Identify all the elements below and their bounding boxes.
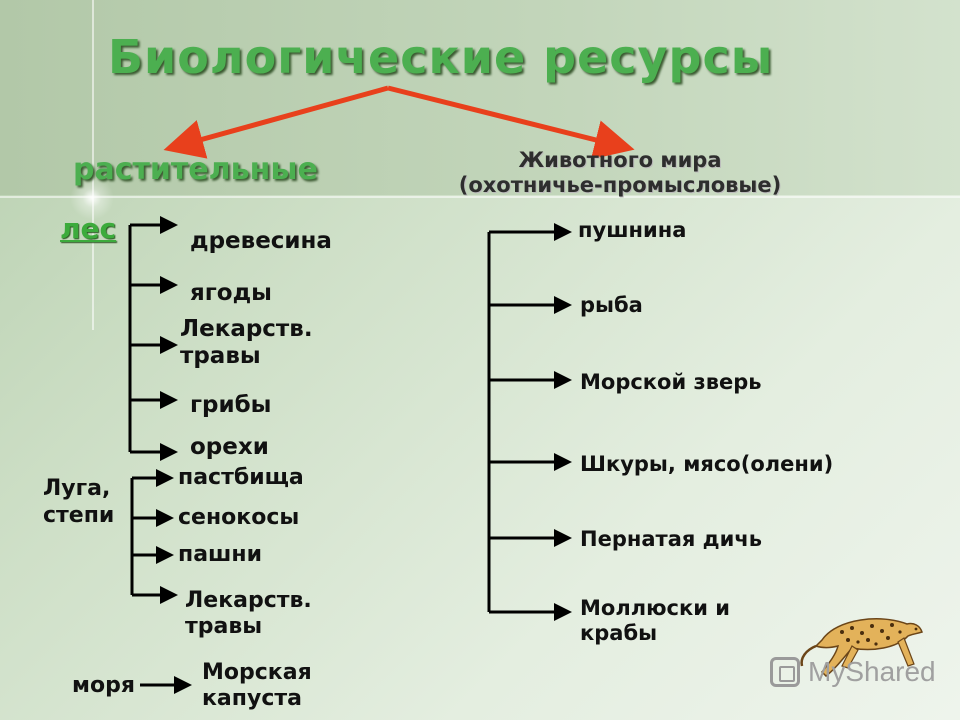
seas-label: моря	[72, 673, 135, 698]
seas-item-kelp: Морская капуста	[202, 660, 312, 711]
watermark-logo: MyShared	[770, 656, 936, 688]
animal-heading-line2: (охотничье-промысловые)	[458, 172, 782, 197]
animal-item-hides-meat: Шкуры, мясо(олени)	[580, 452, 834, 476]
background-horizontal-line	[0, 196, 960, 198]
background-sparkle	[70, 176, 114, 220]
animal-item-molluscs: Моллюски и крабы	[580, 596, 730, 645]
title-branch-arrows	[163, 85, 635, 160]
meadows-item-pastures: пастбища	[178, 465, 304, 490]
animal-bracket	[487, 223, 572, 621]
forest-item-berries: ягоды	[190, 280, 272, 306]
meadows-item-hayfields: сенокосы	[178, 505, 300, 530]
forest-item-mushrooms: грибы	[190, 392, 272, 418]
watermark-text: MyShared	[808, 656, 936, 687]
animal-heading-line1: Животного мира	[518, 148, 722, 172]
meadows-label: Луга, степи	[43, 476, 115, 528]
forest-item-nuts: орехи	[190, 434, 269, 460]
meadows-item-arable: пашни	[178, 542, 263, 567]
meadows-item-herbs: Лекарств. травы	[185, 588, 312, 639]
animal-resources-heading: Животного мира (охотничье-промысловые)	[430, 148, 810, 198]
animal-item-sea-beasts: Морской зверь	[580, 370, 762, 394]
animal-item-furs: пушнина	[578, 218, 687, 242]
background-vertical-line	[92, 0, 94, 330]
meadows-bracket	[130, 469, 178, 604]
forest-item-herbs: Лекарств. травы	[180, 316, 313, 370]
animal-item-game-birds: Пернатая дичь	[580, 527, 763, 551]
logo-icon	[770, 657, 800, 687]
plant-resources-heading: растительные	[73, 152, 318, 187]
forest-item-wood: древесина	[190, 228, 332, 254]
animal-item-fish: рыба	[580, 293, 643, 317]
background-band	[0, 0, 960, 195]
forest-bracket	[128, 216, 178, 461]
page-title: Биологические ресурсы	[108, 30, 774, 84]
forest-link[interactable]: лес	[60, 212, 117, 245]
cheetah-illustration	[800, 618, 923, 677]
